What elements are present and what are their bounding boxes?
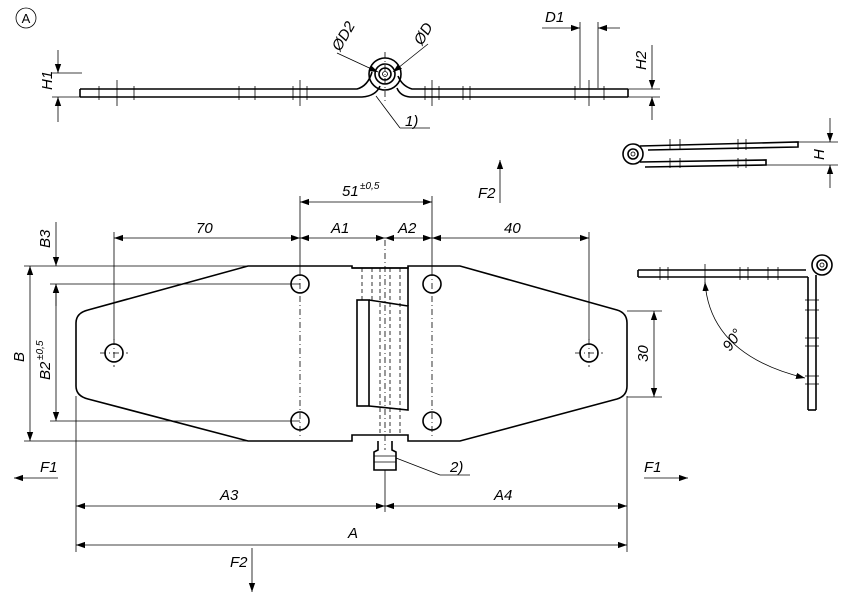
label-51-tolerance: ±0,5 <box>360 181 380 192</box>
label-b2: B2 <box>37 361 54 380</box>
dimension-b3: B3 <box>24 222 300 306</box>
dimension-a3-a4: A3 A4 <box>75 396 628 552</box>
dimension-h: H <box>766 118 838 188</box>
dimension-70: 70 <box>113 220 300 340</box>
dimension-dia-d: ØD <box>392 20 437 73</box>
view-marker-a: A <box>15 7 37 29</box>
label-70: 70 <box>196 220 213 237</box>
label-h1: H1 <box>39 71 56 90</box>
dimension-b2: B2 ±0,5 <box>35 284 300 422</box>
label-angle-90: 90° <box>719 326 746 354</box>
dimension-b: B <box>11 266 250 442</box>
hinge-side-view-90-degree <box>637 254 833 411</box>
label-callout-2: 2) <box>449 459 463 476</box>
label-dia-d: ØD <box>410 20 437 49</box>
label-a2: A2 <box>397 220 417 237</box>
label-b3: B3 <box>37 229 54 248</box>
hinge-side-view-flat <box>79 52 629 106</box>
label-f2-top: F2 <box>478 185 496 202</box>
hinge-plan-view <box>75 240 628 471</box>
dimension-40: 40 <box>432 220 590 340</box>
callout-1: 1) <box>375 95 430 130</box>
label-h2: H2 <box>633 50 650 70</box>
dimension-h2: H2 <box>628 45 660 120</box>
force-f1-right: F1 <box>644 459 688 482</box>
label-51: 51 <box>342 183 359 200</box>
force-f2-top: F2 <box>478 160 504 203</box>
dimension-a2: A2 <box>385 220 432 242</box>
force-f1-left: F1 <box>14 459 58 482</box>
dimension-a: A <box>76 525 627 549</box>
label-callout-1: 1) <box>405 113 418 130</box>
label-a3: A3 <box>219 487 239 504</box>
force-f2-bottom: F2 <box>230 548 256 592</box>
dimension-51: 51 ±0,5 <box>299 181 433 270</box>
label-d1: D1 <box>545 9 564 26</box>
label-b2-tolerance: ±0,5 <box>35 340 46 360</box>
dimension-dia-d2: ØD2 <box>328 18 379 73</box>
svg-text:A: A <box>22 11 31 26</box>
dimension-a1: A1 <box>300 220 385 242</box>
label-40: 40 <box>504 220 521 237</box>
label-h: H <box>811 149 828 160</box>
dimension-h1: H1 <box>39 50 82 122</box>
label-f1-left: F1 <box>40 459 58 476</box>
label-a1: A1 <box>330 220 349 237</box>
callout-2: 2) <box>395 457 470 476</box>
label-dia-d2: ØD2 <box>328 18 359 55</box>
label-a4: A4 <box>493 487 512 504</box>
label-f2-bottom: F2 <box>230 554 248 571</box>
dimension-30: 30 <box>627 310 662 398</box>
label-f1-right: F1 <box>644 459 662 476</box>
label-30: 30 <box>635 345 652 362</box>
label-a: A <box>347 525 358 542</box>
dimension-d1: D1 <box>542 9 620 88</box>
label-b: B <box>11 352 28 362</box>
hinge-side-view-folded <box>622 139 799 168</box>
